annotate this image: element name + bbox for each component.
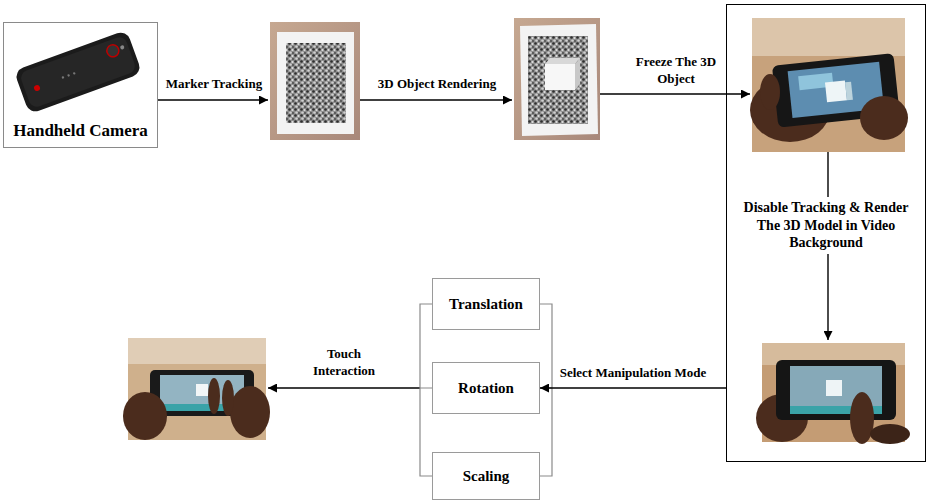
phone-picture-part bbox=[14, 30, 142, 114]
mode-box: Translation bbox=[432, 278, 540, 330]
edge-label: Select Manipulation Mode bbox=[553, 365, 713, 382]
touch-photo-part bbox=[196, 384, 208, 396]
arrow-label: Touch Interaction bbox=[296, 346, 392, 380]
marker-photo-part bbox=[286, 43, 346, 123]
phone-picture-part bbox=[61, 76, 64, 79]
video-background-photo bbox=[756, 343, 910, 444]
rendered-object-photo-part bbox=[575, 58, 580, 90]
mode-box: Scaling bbox=[432, 452, 540, 500]
phone-picture bbox=[14, 30, 142, 114]
frozen-view-photo bbox=[750, 18, 908, 152]
mode-box: Rotation bbox=[432, 362, 540, 414]
video-background-photo-part bbox=[776, 360, 896, 420]
node-label: Translation bbox=[449, 295, 523, 314]
touch-photo bbox=[123, 338, 270, 440]
camera-box: Handheld Camera bbox=[3, 22, 158, 148]
phone-picture-part bbox=[105, 43, 120, 58]
rendered-object-photo bbox=[514, 18, 600, 140]
node-label: Handheld Camera bbox=[13, 120, 148, 141]
frozen-view-photo-part bbox=[760, 74, 780, 110]
touch-photo-part bbox=[123, 392, 167, 440]
phone-picture-part bbox=[67, 74, 70, 77]
step-description: Disable Tracking & Render The 3D Model i… bbox=[738, 197, 914, 254]
rendered-object-photo-part bbox=[514, 18, 600, 140]
flow-arrow-part bbox=[268, 387, 420, 388]
arrow-label: Marker Tracking bbox=[160, 76, 268, 93]
frozen-view-photo-part bbox=[752, 18, 905, 56]
phone-picture-part bbox=[19, 35, 137, 109]
ar-panel: Disable Tracking & Render The 3D Model i… bbox=[726, 4, 926, 462]
flow-arrow-part bbox=[360, 99, 512, 100]
rendered-object-photo-part bbox=[528, 36, 588, 124]
mode-bracket-part bbox=[540, 304, 552, 476]
arrow-label: Freeze The 3D Object bbox=[626, 54, 726, 88]
frozen-view-photo-part bbox=[860, 96, 908, 140]
touch-photo-part bbox=[222, 380, 234, 416]
touch-photo-part bbox=[208, 378, 220, 414]
arrow-label: 3D Object Rendering bbox=[362, 76, 512, 93]
touch-photo-part bbox=[230, 386, 270, 438]
video-background-photo-part bbox=[826, 380, 842, 396]
node-label: Rotation bbox=[458, 379, 514, 398]
node-label: Scaling bbox=[463, 467, 510, 486]
rendered-object-photo-part bbox=[545, 58, 580, 64]
rendered-object-photo-part bbox=[520, 24, 598, 136]
flow-arrow bbox=[158, 94, 828, 388]
video-background-photo-part bbox=[870, 424, 910, 444]
flow-arrow-part bbox=[158, 99, 268, 100]
flow-arrow-part bbox=[600, 93, 750, 94]
video-background-photo-part bbox=[850, 392, 874, 444]
phone-picture-part bbox=[120, 45, 125, 50]
phone-picture-part bbox=[73, 72, 76, 75]
marker-photo bbox=[270, 22, 360, 140]
frozen-view-photo-part-part bbox=[825, 80, 847, 102]
marker-photo-part bbox=[270, 22, 360, 140]
flow-connector bbox=[540, 387, 726, 388]
rendered-object-photo-part bbox=[545, 64, 575, 90]
touch-photo-part bbox=[128, 338, 266, 364]
marker-photo-part bbox=[277, 32, 354, 134]
phone-picture-part bbox=[33, 84, 41, 92]
frozen-view-photo-part-part bbox=[845, 82, 853, 101]
mode-bracket-part bbox=[420, 304, 432, 476]
